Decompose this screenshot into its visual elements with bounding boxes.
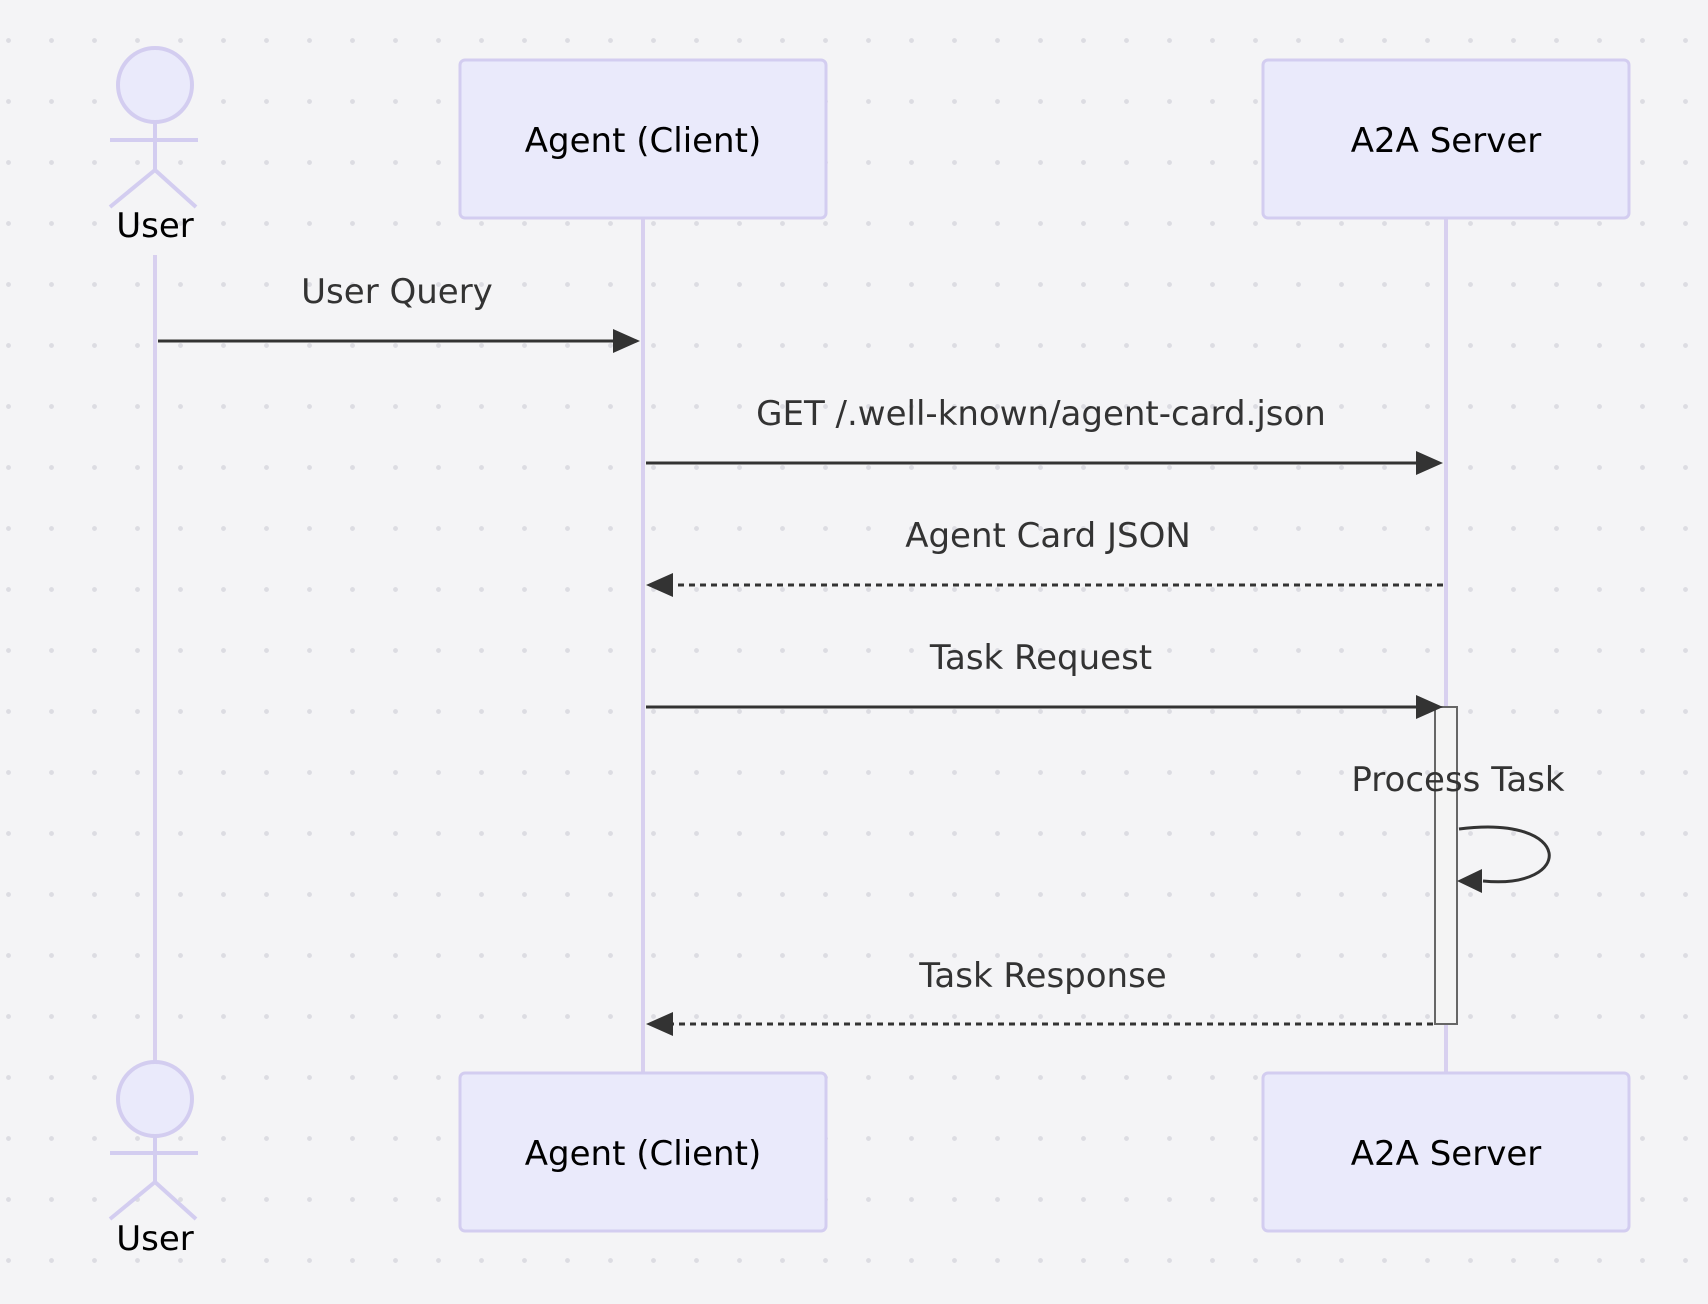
arrowhead-icon (1416, 451, 1443, 475)
activation-bar (1434, 706, 1458, 1025)
participant-box (1261, 58, 1631, 220)
participant-box (1261, 1071, 1631, 1233)
message-label: Task Request (929, 638, 1152, 678)
message-task-request: Task Request (646, 638, 1443, 719)
participant-client-top: Agent (Client) (458, 58, 828, 220)
participant-server-label: A2A Server (1351, 121, 1541, 161)
message-agent-card-json: Agent Card JSON (646, 516, 1443, 597)
participant-server-top: A2A Server (1261, 58, 1631, 220)
message-label: GET /.well-known/agent-card.json (756, 394, 1326, 434)
actor-user-label: User (116, 206, 194, 246)
actor-left-leg (108, 1180, 157, 1221)
participant-client-bottom: Agent (Client) (458, 1071, 828, 1233)
participant-server-label: A2A Server (1351, 1134, 1541, 1174)
arrowhead-icon (1416, 695, 1443, 719)
actor-left-leg (108, 168, 157, 209)
actor-user-bottom: User (108, 1060, 198, 1259)
participant-client-label: Agent (Client) (525, 121, 761, 161)
arrowhead-icon (646, 1012, 673, 1036)
message-user-query: User Query (158, 272, 640, 353)
arrowhead-icon (1457, 869, 1482, 893)
message-label: Agent Card JSON (905, 516, 1191, 556)
message-get-agent-card: GET /.well-known/agent-card.json (646, 394, 1443, 475)
message-label: Process Task (1351, 760, 1564, 800)
message-task-response: Task Response (646, 956, 1433, 1036)
actor-user-top: User (108, 46, 198, 246)
arrowhead-icon (646, 573, 673, 597)
actor-user-label: User (116, 1219, 194, 1259)
arrowhead-icon (613, 329, 640, 353)
participant-client-label: Agent (Client) (525, 1134, 761, 1174)
participant-box (458, 1071, 828, 1233)
self-loop-line (1458, 825, 1551, 884)
actor-head (116, 1060, 194, 1138)
message-process-task: Process Task (1351, 760, 1565, 893)
actor-right-leg (153, 168, 198, 209)
actor-right-leg (153, 1180, 198, 1221)
message-label: Task Response (918, 956, 1166, 996)
participant-server-bottom: A2A Server (1261, 1071, 1631, 1233)
actor-head (116, 46, 194, 124)
participant-box (458, 58, 828, 220)
message-label: User Query (301, 272, 493, 312)
